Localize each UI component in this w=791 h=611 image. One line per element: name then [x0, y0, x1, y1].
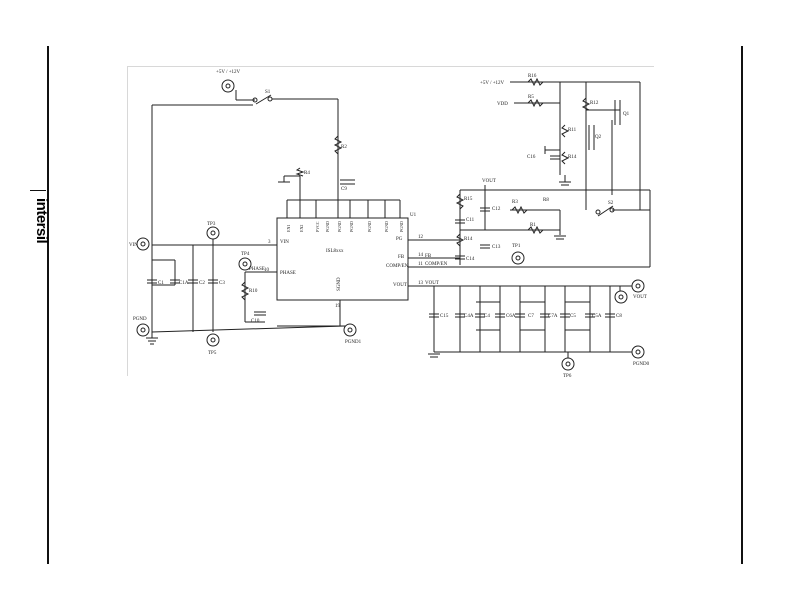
- ref-q1: Q1: [623, 112, 630, 117]
- phase-net: PHASE: [249, 267, 265, 272]
- ref-r2: R2: [341, 145, 347, 150]
- vin-label: VIN: [129, 243, 138, 248]
- ref-r8: R8: [543, 198, 549, 203]
- ref-r12: R12: [590, 101, 599, 106]
- ref-r3: R3: [512, 200, 518, 205]
- ref-r14b: R14: [568, 155, 577, 160]
- vout-net: VOUT: [425, 281, 439, 286]
- pin-no-sgnd: 19: [335, 304, 341, 309]
- ref-q2: Q2: [595, 135, 602, 140]
- ic-top-pin-7: PVCC: [315, 221, 320, 232]
- ref-r14: R14: [464, 237, 473, 242]
- ic-top-pin-1: PGND: [399, 221, 404, 232]
- ic-top-pin-5: PGND: [337, 221, 342, 232]
- ref-r10: R10: [249, 289, 258, 294]
- labels: ISL8xxx U1 VIN PHASE PG FB COMP/EN VOUT …: [129, 70, 650, 379]
- ref-c8: C8: [616, 314, 622, 319]
- pin-no-fb: 14: [418, 253, 424, 258]
- capacitor-symbols: [147, 155, 615, 318]
- fb-net: FB: [425, 254, 432, 259]
- pin-no-phase: 10: [264, 268, 270, 273]
- left-margin-rule: [47, 46, 49, 564]
- pgnd1-label: PGND1: [345, 340, 362, 345]
- pin-pg: PG: [396, 237, 403, 242]
- ref-r11: R11: [568, 128, 577, 133]
- ref-c1a: C1A: [179, 281, 189, 286]
- pin-sgnd: SGND: [337, 277, 342, 291]
- pgnd-label: PGND: [133, 317, 147, 322]
- pin-no-pg: 12: [418, 235, 424, 240]
- tp3-label: TP3: [207, 222, 216, 227]
- ref-c7a: C7A: [548, 314, 558, 319]
- schematic-frame: [127, 66, 654, 376]
- pin-vout: VOUT: [393, 283, 407, 288]
- mosfet-symbols: [588, 100, 621, 150]
- ref-c11: C11: [466, 218, 475, 223]
- pin-fb: FB: [398, 255, 405, 260]
- ref-c14: C14: [466, 257, 475, 262]
- ref-c7: C7: [528, 314, 534, 319]
- pin-vin: VIN: [280, 240, 289, 245]
- ic-top-pin-6: PGND: [325, 221, 330, 232]
- tp5-label: TP5: [208, 351, 217, 356]
- vcc-right-label: +5V / +12V: [480, 81, 505, 86]
- pin-no-comp: 11: [418, 262, 423, 267]
- resistor-symbols: [240, 77, 591, 301]
- ref-r5: R5: [528, 95, 534, 100]
- pin-comp: COMP/EN: [386, 264, 409, 269]
- pgnd0-label: PGND0: [633, 362, 650, 367]
- pin-phase: PHASE: [280, 271, 296, 276]
- ref-r4: R4: [304, 171, 310, 176]
- ic-top-pin-4: PGND: [349, 221, 354, 232]
- tp6-label: TP6: [563, 374, 572, 379]
- ref-c10: C10: [251, 319, 260, 324]
- s2-label: S2: [608, 201, 614, 206]
- ref-c2: C2: [199, 281, 205, 286]
- tp1-label: TP1: [512, 244, 521, 249]
- tp4-label: TP4: [241, 252, 250, 257]
- ic-top-pin-9: EN1: [286, 225, 291, 232]
- ref-r16: R16: [528, 74, 537, 79]
- ref-c1: C1: [158, 281, 164, 286]
- ref-c4: C4: [484, 314, 490, 319]
- ic-top-pin-8: EN2: [299, 225, 304, 232]
- ic-ref: U1: [410, 213, 417, 218]
- terminal-symbols: [136, 79, 645, 371]
- vcc-top-label: +5V / +12V: [216, 70, 241, 75]
- ic-top-pin-3: PGND: [367, 221, 372, 232]
- vdd-label: VDD: [497, 102, 508, 107]
- ground-symbols: [146, 181, 571, 358]
- ref-c13: C13: [492, 245, 501, 250]
- ic-name: ISL8xxx: [326, 249, 344, 254]
- ref-c6a: C6A: [506, 314, 516, 319]
- pin-no-vin: 3: [268, 240, 271, 245]
- wires: [151, 81, 651, 362]
- ref-c4a: C4A: [464, 314, 474, 319]
- right-margin-rule: [741, 46, 743, 564]
- logo-underline: [30, 190, 46, 191]
- ref-c5a: C5A: [592, 314, 602, 319]
- ref-c5: C5: [570, 314, 576, 319]
- switch-symbols: [252, 94, 615, 217]
- s1-label: S1: [265, 90, 271, 95]
- ref-c9: C9: [341, 187, 347, 192]
- ref-r1: R1: [530, 223, 536, 228]
- ref-c15: C15: [440, 314, 449, 319]
- ref-c12: C12: [492, 207, 501, 212]
- ref-c16: C16: [527, 155, 536, 160]
- ref-c3: C3: [219, 281, 225, 286]
- ic-top-pin-2: PGND: [384, 221, 389, 232]
- comp-net: COMP/EN: [425, 262, 448, 267]
- vout-node: VOUT: [482, 179, 496, 184]
- vout-label: VOUT: [633, 295, 647, 300]
- ref-r15: R15: [464, 197, 473, 202]
- pin-no-vout: 13: [418, 281, 424, 286]
- ic-top-pin-labels: PGND PGND PGND PGND PGND PGND PVCC EN2 E…: [286, 221, 404, 232]
